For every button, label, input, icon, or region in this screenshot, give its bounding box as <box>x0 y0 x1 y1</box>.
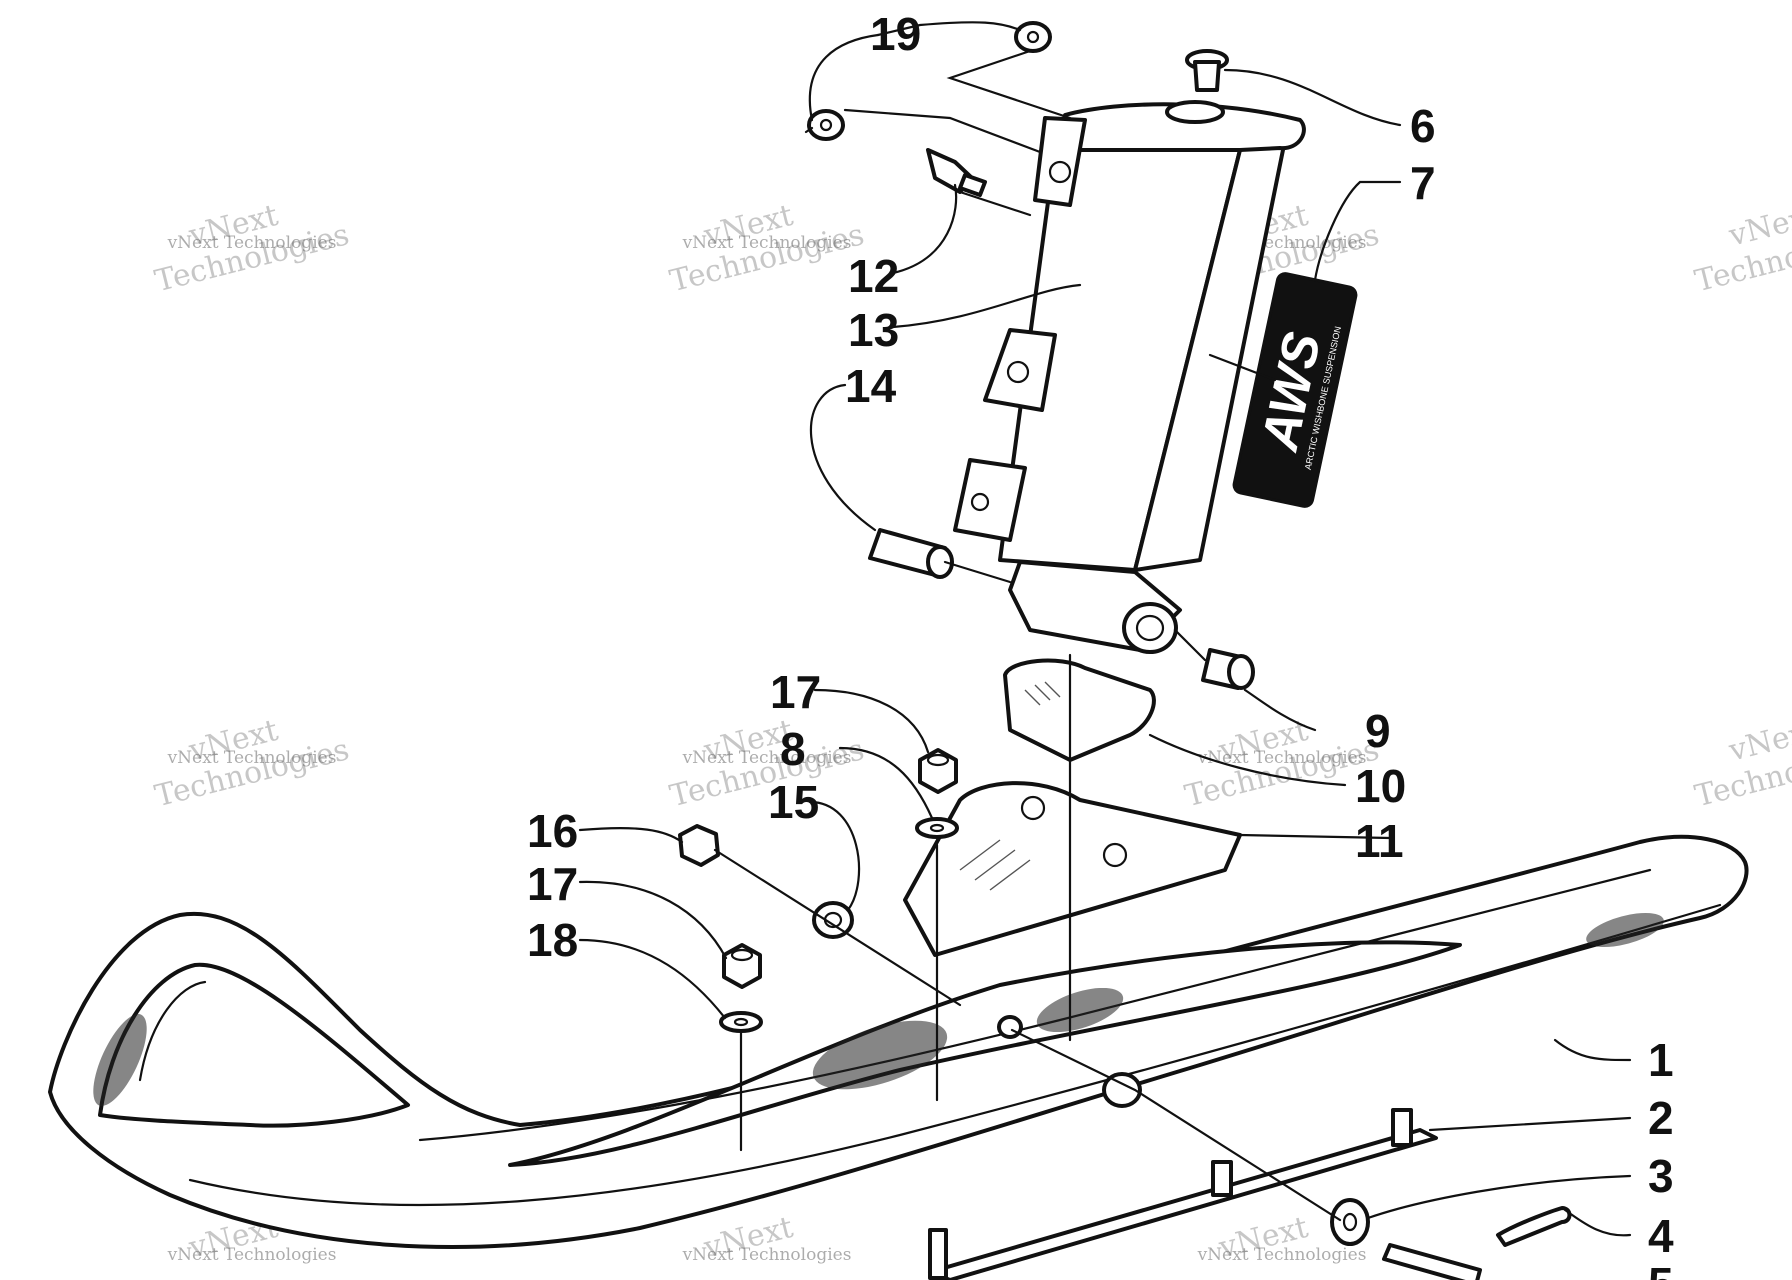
callout-15: 15 <box>768 776 819 828</box>
watermark: vNext Technologies vNext Technologies <box>151 198 352 299</box>
callout-leaders <box>578 21 1632 1237</box>
lock-nut <box>722 943 762 989</box>
callout-7: 7 <box>1410 157 1436 209</box>
spindle-mount-tab <box>983 328 1057 412</box>
callout-5: 5 <box>1648 1258 1674 1280</box>
spacer <box>812 901 854 939</box>
ski <box>48 834 1749 1249</box>
wear-bar <box>928 1108 1438 1280</box>
aws-decal: AWS ARCTIC WISHBONE SUSPENSION <box>1232 272 1358 508</box>
watermark: vNext Technologies vNext Technologies <box>666 198 867 299</box>
ski-body <box>48 834 1749 1249</box>
bushing <box>1201 648 1255 690</box>
tab-bolt-hole <box>1048 160 1072 184</box>
spindle-steering-arm <box>1053 102 1306 152</box>
watermark: vNext Technologies <box>1691 198 1792 299</box>
watermark: vNext Technologies vNext Technologies <box>666 713 867 814</box>
spindle-top-bore <box>1165 100 1225 124</box>
ski-saddle <box>903 781 1242 957</box>
bolt <box>1382 1243 1482 1280</box>
wear-bar-stud <box>928 1228 948 1280</box>
callout-6: 6 <box>1410 100 1436 152</box>
top-cap <box>1185 49 1229 92</box>
callout-17-lower: 17 <box>527 858 578 910</box>
lock-nut <box>918 748 958 794</box>
watermark-small: vNext Technologies <box>1197 1245 1367 1265</box>
watermark: vNext vNext Technologies <box>1197 1210 1367 1266</box>
callout-10: 10 <box>1355 760 1406 812</box>
watermark-small: vNext Technologies <box>682 1245 852 1265</box>
ski-top-rail <box>508 940 1462 1167</box>
tab-bolt-hole <box>970 492 990 512</box>
watermark-small: vNext Technologies <box>167 233 337 253</box>
grommet <box>804 109 845 141</box>
callout-18: 18 <box>527 914 578 966</box>
watermark-small: vNext Technologies <box>167 748 337 768</box>
knuckle-bore <box>1122 602 1178 654</box>
ski-shading <box>812 1020 948 1090</box>
watermark-small: vNext Technologies <box>1197 748 1367 768</box>
watermark: vNext Technologies vNext Technologies <box>1181 713 1382 814</box>
callout-19: 19 <box>870 8 921 60</box>
callout-1: 1 <box>1648 1034 1674 1086</box>
watermark-small: vNext Technologies <box>682 748 852 768</box>
bushing <box>868 528 954 579</box>
washer <box>1330 1198 1370 1246</box>
callout-3: 3 <box>1648 1150 1674 1202</box>
nut <box>678 824 720 867</box>
callout-17-upper: 17 <box>770 666 821 718</box>
wear-bar-stud <box>1211 1160 1233 1197</box>
ski-shading <box>1586 912 1664 948</box>
washer <box>915 817 959 839</box>
grommet <box>1014 21 1052 53</box>
callout-14: 14 <box>845 360 897 412</box>
callout-labels: 1 2 3 4 5 6 7 8 9 10 11 12 13 14 15 16 1… <box>527 8 1674 1280</box>
watermark-small: vNext Technologies <box>167 1245 337 1265</box>
tab-bolt-hole <box>1006 360 1030 384</box>
callout-11: 11 <box>1355 815 1404 867</box>
grease-fitting <box>926 148 987 197</box>
callout-13: 13 <box>848 304 899 356</box>
washer <box>719 1011 763 1033</box>
callout-9: 9 <box>1365 705 1391 757</box>
watermark: vNext Technologies vNext Technologies <box>151 713 352 814</box>
ski-tip-window <box>98 962 410 1128</box>
knuckle-bore-inner <box>1135 614 1165 642</box>
ski-shading <box>1036 987 1124 1033</box>
callout-4: 4 <box>1648 1210 1674 1262</box>
watermark: vNext Technologies <box>1691 713 1792 814</box>
callout-8: 8 <box>780 723 806 775</box>
watermark-small: vNext Technologies <box>682 233 852 253</box>
callout-2: 2 <box>1648 1092 1674 1144</box>
cotter-pin <box>1496 1206 1572 1247</box>
decal-background <box>1232 272 1358 508</box>
watermark: vNext vNext Technologies <box>682 1210 852 1266</box>
ski-tip-inner-line <box>138 980 207 1082</box>
spindle <box>953 100 1306 654</box>
wear-bar-stud <box>1391 1108 1413 1147</box>
ski-shading <box>93 1014 147 1106</box>
saddle-hole <box>1102 842 1128 868</box>
callout-12: 12 <box>848 250 899 302</box>
callout-16: 16 <box>527 805 578 857</box>
spindle-mount-tab <box>953 458 1027 542</box>
dampener-block <box>1003 658 1156 762</box>
assembly-lines <box>713 48 1342 1222</box>
ski-mount-hole <box>1102 1072 1142 1108</box>
ski-lower-edge <box>188 903 1722 1207</box>
saddle-hole <box>1020 795 1046 821</box>
